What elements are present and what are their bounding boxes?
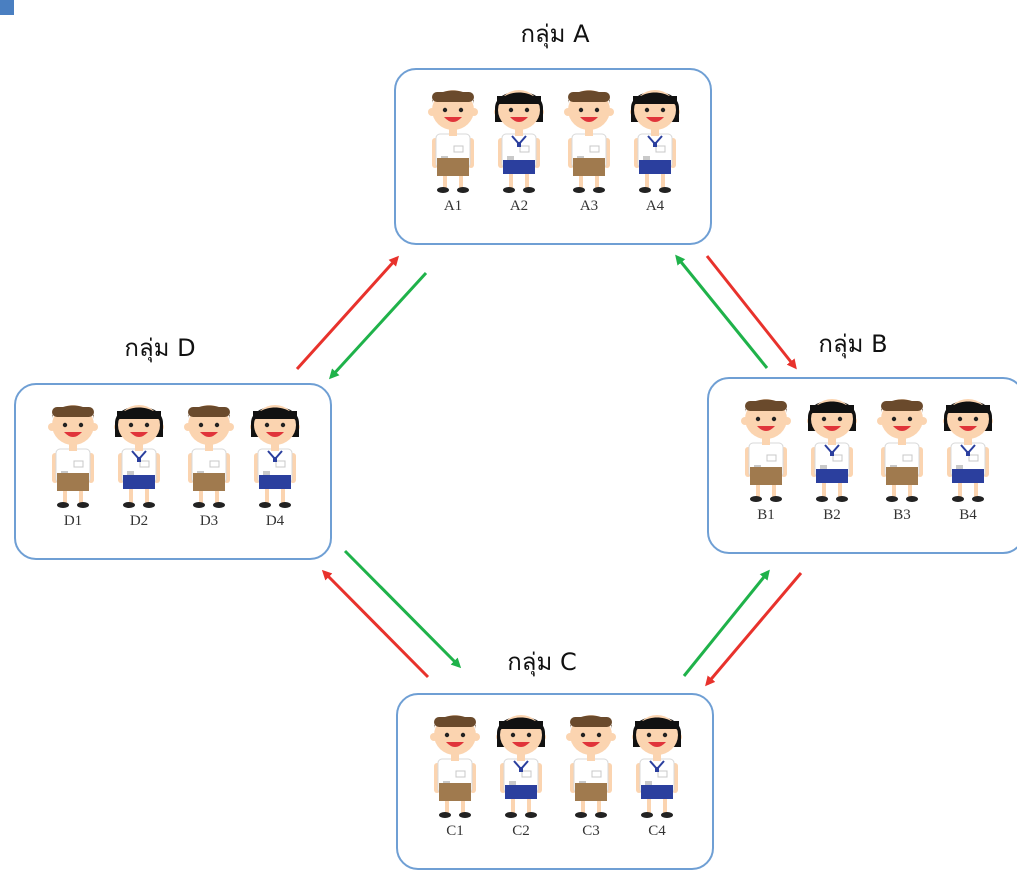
student-label-a4: A4 (645, 198, 665, 214)
student-figure-a3 (560, 82, 618, 204)
student-label-b1: B1 (757, 507, 775, 523)
student-label-b4: B4 (959, 507, 977, 523)
student-figure-c3 (562, 707, 620, 829)
group-title-a: กลุ่ม A (520, 20, 590, 48)
student-label-c2: C2 (512, 823, 530, 839)
student-figure-d3 (180, 397, 238, 519)
arrow-b-to-a (675, 254, 769, 369)
student-label-d3: D3 (199, 513, 219, 529)
group-box-d: D1 D2 D3 D4 (14, 383, 332, 560)
arrow-c-to-b (682, 569, 770, 677)
arrow-a-to-b (705, 255, 797, 370)
arrow-d-to-c (343, 549, 462, 669)
student-figure-d1 (44, 397, 102, 519)
student-label-c4: C4 (648, 823, 666, 839)
student-label-a3: A3 (579, 198, 599, 214)
student-figure-b2 (803, 391, 861, 513)
student-figure-c4 (628, 707, 686, 829)
student-figure-d2 (110, 397, 168, 519)
student-figure-c1 (426, 707, 484, 829)
student-figure-c2 (492, 707, 550, 829)
student-label-d2: D2 (129, 513, 149, 529)
student-label-a2: A2 (509, 198, 529, 214)
arrow-c-to-d (321, 569, 430, 679)
student-figure-d4 (246, 397, 304, 519)
student-figure-a1 (424, 82, 482, 204)
group-title-c: กลุ่ม C (507, 648, 577, 676)
arrow-b-to-c (705, 572, 803, 687)
arrow-d-to-a (295, 255, 400, 371)
student-figure-b3 (873, 391, 931, 513)
group-box-b: B1 B2 B3 B4 (707, 377, 1017, 554)
student-label-c3: C3 (582, 823, 600, 839)
group-box-a: A1 A2 A3 A4 (394, 68, 712, 245)
student-label-c1: C1 (446, 823, 464, 839)
arrow-a-to-d (328, 271, 428, 380)
student-label-b3: B3 (893, 507, 911, 523)
student-label-d1: D1 (63, 513, 83, 529)
group-box-c: C1 C2 C3 C4 (396, 693, 714, 870)
student-label-d4: D4 (265, 513, 285, 529)
student-figure-a2 (490, 82, 548, 204)
student-label-b2: B2 (823, 507, 841, 523)
group-title-d: กลุ่ม D (124, 334, 196, 362)
student-figure-b4 (939, 391, 997, 513)
group-title-b: กลุ่ม B (818, 330, 888, 358)
student-figure-b1 (737, 391, 795, 513)
corner-marker (0, 0, 14, 15)
student-figure-a4 (626, 82, 684, 204)
student-label-a1: A1 (443, 198, 463, 214)
